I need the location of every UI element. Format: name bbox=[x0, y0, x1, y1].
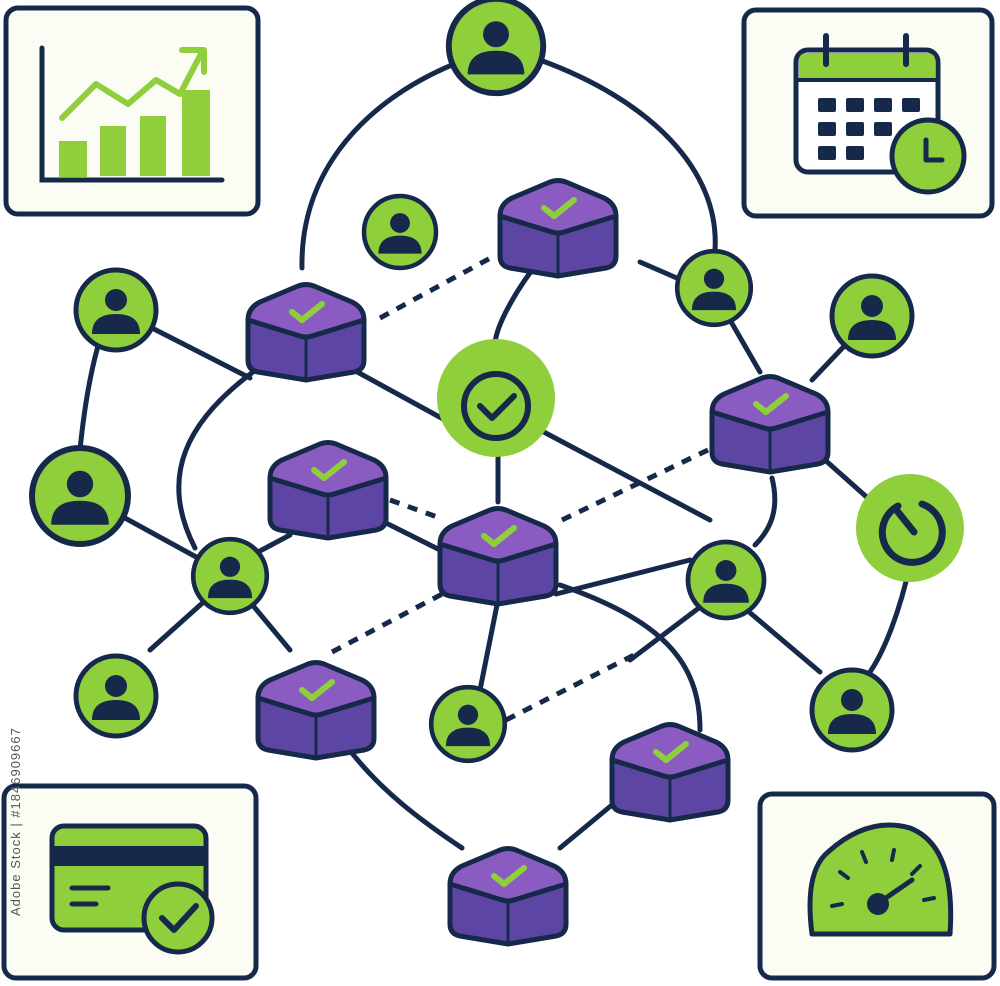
user-icon bbox=[677, 251, 751, 325]
growth-chart-icon bbox=[39, 45, 225, 183]
panel-speedometer bbox=[757, 791, 997, 981]
user-icon bbox=[688, 542, 764, 618]
user-icon bbox=[449, 0, 543, 93]
timer-icon bbox=[878, 500, 946, 566]
user-icon bbox=[431, 687, 505, 761]
block-1 bbox=[500, 181, 616, 277]
speedometer-icon bbox=[807, 822, 954, 937]
user-icon bbox=[76, 270, 156, 350]
user-icon bbox=[832, 276, 912, 356]
panel-calendar bbox=[741, 7, 995, 219]
check-badge-node bbox=[437, 339, 555, 457]
block-4 bbox=[270, 443, 386, 539]
block-7 bbox=[612, 725, 728, 821]
user-icon bbox=[76, 656, 156, 736]
block-6 bbox=[258, 663, 374, 759]
check-badge-icon bbox=[461, 371, 531, 441]
timer-node bbox=[856, 474, 964, 582]
user-icon bbox=[32, 448, 128, 544]
user-icon bbox=[364, 196, 436, 268]
block-3 bbox=[712, 377, 828, 473]
block-2 bbox=[248, 285, 364, 381]
user-icon bbox=[812, 670, 892, 750]
network-dashed-links bbox=[330, 252, 710, 723]
block-5 bbox=[440, 509, 556, 605]
calendar-clock-icon bbox=[793, 33, 967, 195]
credit-card-verified-icon bbox=[49, 823, 215, 955]
user-icon bbox=[193, 539, 267, 613]
panel-credit-card bbox=[1, 783, 259, 981]
stock-id-watermark: Adobe Stock | #1846909667 bbox=[8, 727, 23, 916]
block-8 bbox=[450, 849, 566, 945]
panel-growth-chart bbox=[3, 5, 261, 217]
